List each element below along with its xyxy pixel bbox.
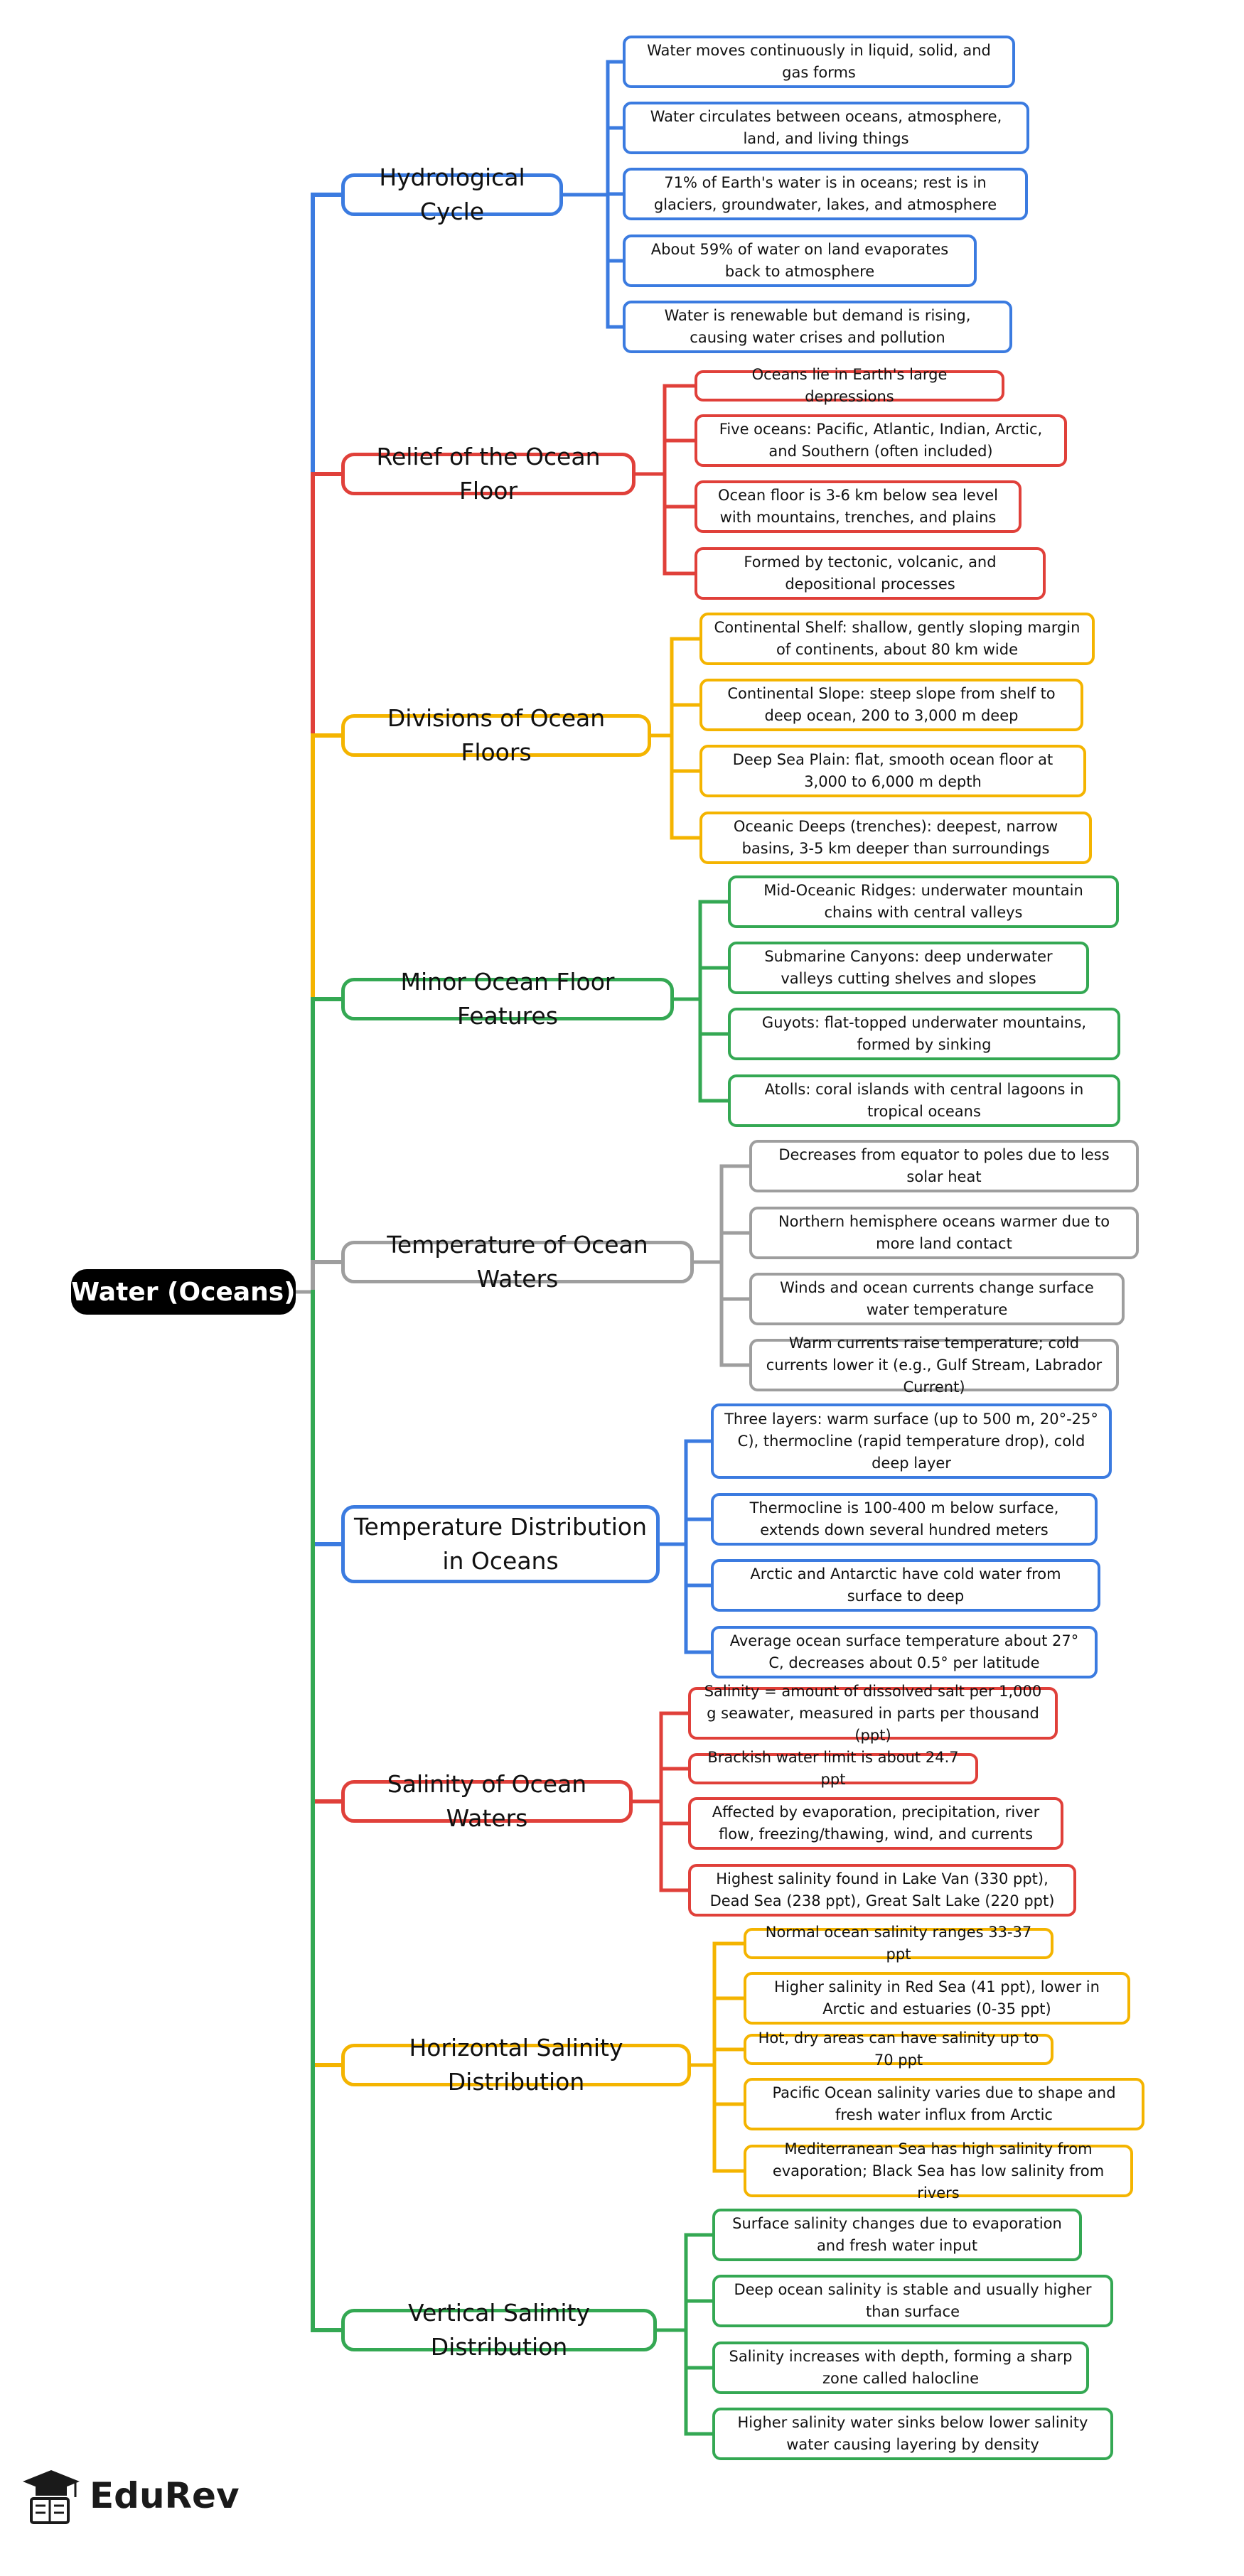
leaf-node: Guyots: flat-topped underwater mountains… xyxy=(728,1008,1120,1060)
leaf-node: Ocean floor is 3-6 km below sea level wi… xyxy=(695,480,1022,533)
leaf-node: Water moves continuously in liquid, soli… xyxy=(623,36,1015,88)
leaf-node: Three layers: warm surface (up to 500 m,… xyxy=(711,1403,1112,1479)
leaf-node: Warm currents raise temperature; cold cu… xyxy=(749,1335,1119,1396)
leaf-node: Thermocline is 100-400 m below surface, … xyxy=(711,1493,1098,1546)
leaf-node: Northern hemisphere oceans warmer due to… xyxy=(749,1207,1139,1259)
leaf-node: Higher salinity in Red Sea (41 ppt), low… xyxy=(744,1972,1130,2025)
topic-node: Hydrological Cycle xyxy=(341,163,563,225)
leaf-node: About 59% of water on land evaporates ba… xyxy=(623,235,977,287)
leaf-node: Atolls: coral islands with central lagoo… xyxy=(728,1074,1120,1127)
leaf-node: Submarine Canyons: deep underwater valle… xyxy=(728,942,1089,994)
leaf-node: Salinity = amount of dissolved salt per … xyxy=(688,1683,1058,1744)
leaf-node: Average ocean surface temperature about … xyxy=(711,1626,1098,1678)
leaf-node: Formed by tectonic, volcanic, and deposi… xyxy=(695,547,1046,600)
leaf-node: Mid-Oceanic Ridges: underwater mountain … xyxy=(728,875,1119,928)
leaf-node: Brackish water limit is about 24.7 ppt xyxy=(688,1749,978,1788)
brand-logo: EduRev xyxy=(21,2466,240,2526)
root-node: Water (Oceans) xyxy=(71,1269,296,1315)
leaf-node: 71% of Earth's water is in oceans; rest … xyxy=(623,168,1028,220)
topic-node: Vertical Salinity Distribution xyxy=(341,2299,657,2361)
leaf-node: Salinity increases with depth, forming a… xyxy=(712,2341,1089,2394)
leaf-node: Continental Shelf: shallow, gently slopi… xyxy=(699,613,1095,665)
leaf-node: Continental Slope: steep slope from shel… xyxy=(699,679,1083,731)
leaf-node: Five oceans: Pacific, Atlantic, Indian, … xyxy=(695,414,1067,467)
leaf-node: Water circulates between oceans, atmosph… xyxy=(623,102,1029,154)
leaf-node: Oceans lie in Earth's large depressions xyxy=(695,366,1004,405)
leaf-node: Hot, dry areas can have salinity up to 7… xyxy=(744,2030,1053,2069)
leaf-node: Winds and ocean currents change surface … xyxy=(749,1273,1125,1325)
leaf-node: Affected by evaporation, precipitation, … xyxy=(688,1797,1063,1850)
leaf-node: Deep Sea Plain: flat, smooth ocean floor… xyxy=(699,745,1086,797)
leaf-node: Surface salinity changes due to evaporat… xyxy=(712,2209,1082,2261)
topic-node: Minor Ocean Floor Features xyxy=(341,968,674,1030)
leaf-node: Oceanic Deeps (trenches): deepest, narro… xyxy=(699,812,1092,864)
leaf-node: Water is renewable but demand is rising,… xyxy=(623,301,1012,353)
leaf-node: Pacific Ocean salinity varies due to sha… xyxy=(744,2078,1144,2130)
leaf-node: Mediterranean Sea has high salinity from… xyxy=(744,2140,1133,2202)
leaf-node: Deep ocean salinity is stable and usuall… xyxy=(712,2275,1113,2327)
leaf-node: Highest salinity found in Lake Van (330 … xyxy=(688,1864,1076,1917)
leaf-node: Normal ocean salinity ranges 33-37 ppt xyxy=(744,1924,1053,1963)
leaf-node: Decreases from equator to poles due to l… xyxy=(749,1140,1139,1192)
leaf-node: Arctic and Antarctic have cold water fro… xyxy=(711,1559,1100,1612)
topic-node: Salinity of Ocean Waters xyxy=(341,1770,633,1832)
topic-node: Temperature of Ocean Waters xyxy=(341,1231,694,1293)
topic-node: Horizontal Salinity Distribution xyxy=(341,2034,691,2096)
leaf-node: Higher salinity water sinks below lower … xyxy=(712,2408,1113,2460)
topic-node: Relief of the Ocean Floor xyxy=(341,443,636,505)
topic-node: Divisions of Ocean Floors xyxy=(341,704,651,766)
brand-name: EduRev xyxy=(90,2475,240,2516)
graduation-cap-icon xyxy=(23,2470,80,2524)
topic-node: Temperature Distribution in Oceans xyxy=(341,1505,660,1583)
